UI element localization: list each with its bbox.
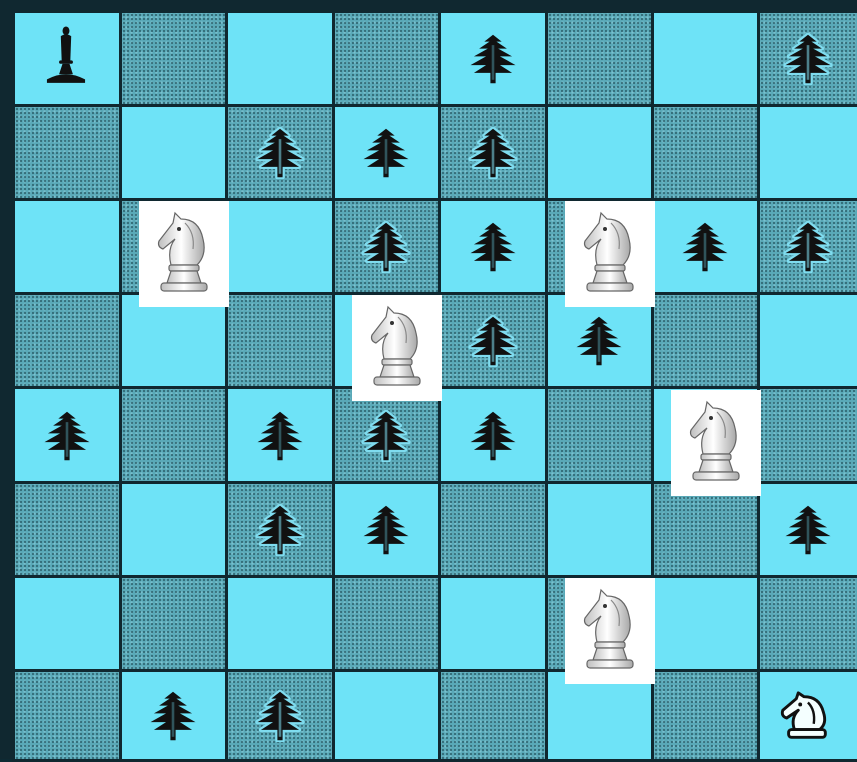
square-r2-c2[interactable] (225, 198, 335, 295)
white-knight-icon[interactable] (352, 295, 442, 401)
square-r6-c3[interactable] (332, 575, 441, 672)
tree-icon[interactable] (458, 127, 528, 179)
white-knight-icon[interactable] (139, 201, 229, 307)
tree-icon[interactable] (670, 221, 740, 273)
square-r6-c2[interactable] (225, 575, 335, 672)
tree-icon[interactable] (773, 221, 843, 273)
square-r6-c1[interactable] (119, 575, 228, 672)
square-r1-c6[interactable] (651, 104, 760, 201)
tree-icon[interactable] (245, 504, 315, 556)
tree-icon[interactable] (351, 504, 421, 556)
square-r3-c0[interactable] (12, 292, 122, 389)
square-r7-c0[interactable] (12, 669, 122, 762)
white-knight-icon[interactable] (565, 201, 655, 307)
black-bishop-icon[interactable] (40, 24, 92, 88)
outline-knight-icon[interactable] (775, 689, 837, 747)
square-r6-c4[interactable] (438, 575, 548, 672)
square-r4-c5[interactable] (545, 386, 654, 484)
tree-icon[interactable] (458, 315, 528, 367)
square-r7-c4[interactable] (438, 669, 548, 762)
white-knight-icon[interactable] (671, 390, 761, 496)
square-r4-c7[interactable] (757, 386, 857, 484)
tree-icon[interactable] (351, 221, 421, 273)
tree-icon[interactable] (458, 33, 528, 85)
tree-icon[interactable] (32, 410, 102, 462)
square-r5-c1[interactable] (119, 481, 228, 578)
square-r0-c5[interactable] (545, 10, 654, 107)
square-r3-c7[interactable] (757, 292, 857, 389)
square-r1-c7[interactable] (757, 104, 857, 201)
square-r2-c0[interactable] (12, 198, 122, 295)
square-r1-c5[interactable] (545, 104, 654, 201)
square-r5-c5[interactable] (545, 481, 654, 578)
square-r0-c3[interactable] (332, 10, 441, 107)
tree-icon[interactable] (138, 690, 208, 742)
tree-icon[interactable] (245, 410, 315, 462)
square-r6-c0[interactable] (12, 575, 122, 672)
tree-icon[interactable] (564, 315, 634, 367)
tree-icon[interactable] (245, 690, 315, 742)
white-knight-icon[interactable] (565, 578, 655, 684)
tree-icon[interactable] (245, 127, 315, 179)
square-r7-c3[interactable] (332, 669, 441, 762)
square-r7-c6[interactable] (651, 669, 760, 762)
square-r1-c1[interactable] (119, 104, 228, 201)
square-r6-c6[interactable] (651, 575, 760, 672)
square-r0-c1[interactable] (119, 10, 228, 107)
square-r5-c0[interactable] (12, 481, 122, 578)
square-r3-c6[interactable] (651, 292, 760, 389)
square-r3-c2[interactable] (225, 292, 335, 389)
square-r5-c4[interactable] (438, 481, 548, 578)
tree-icon[interactable] (351, 127, 421, 179)
square-r0-c2[interactable] (225, 10, 335, 107)
square-r4-c1[interactable] (119, 386, 228, 484)
tree-icon[interactable] (773, 504, 843, 556)
square-r6-c7[interactable] (757, 575, 857, 672)
square-r5-c6[interactable] (651, 481, 760, 578)
tree-icon[interactable] (773, 33, 843, 85)
square-r1-c0[interactable] (12, 104, 122, 201)
tree-icon[interactable] (458, 410, 528, 462)
square-r0-c6[interactable] (651, 10, 760, 107)
tree-icon[interactable] (458, 221, 528, 273)
tree-icon[interactable] (351, 410, 421, 462)
